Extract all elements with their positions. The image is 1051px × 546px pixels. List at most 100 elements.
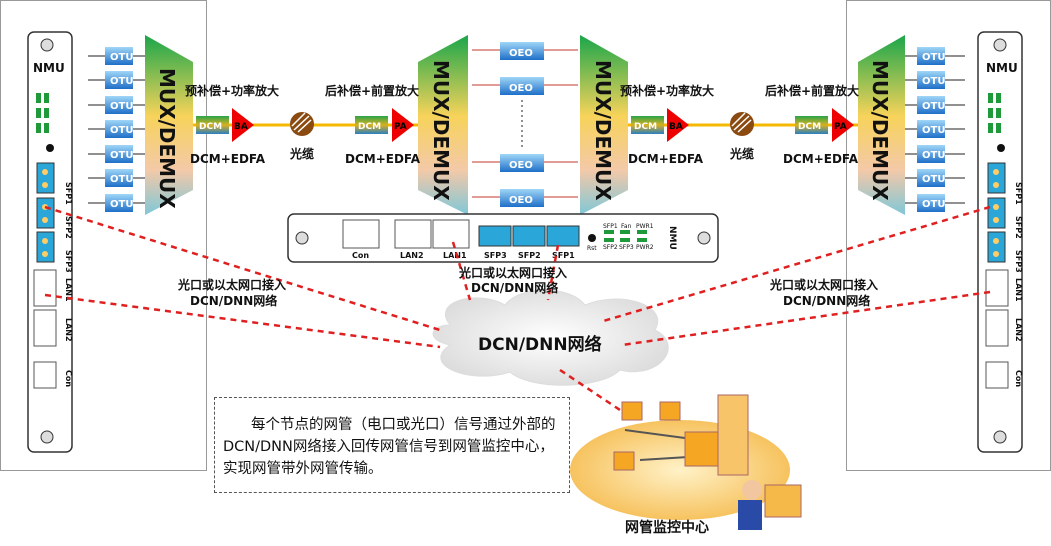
svg-text:OTU: OTU	[922, 101, 945, 112]
svg-text:SFP1: SFP1	[1014, 182, 1023, 205]
svg-text:预补偿+功率放大: 预补偿+功率放大	[620, 83, 714, 98]
console-port[interactable]	[985, 361, 1009, 389]
sfp-port[interactable]	[36, 231, 55, 263]
svg-text:NMU: NMU	[667, 226, 677, 250]
svg-text:OTU: OTU	[922, 199, 945, 210]
led-label-pwr1: PWR1	[636, 223, 654, 230]
svg-text:OTU: OTU	[110, 125, 133, 136]
svg-text:预补偿+功率放大: 预补偿+功率放大	[185, 83, 279, 98]
fiber-cable-icon	[290, 112, 314, 136]
svg-text:SFP3: SFP3	[484, 251, 507, 260]
svg-text:OTU: OTU	[110, 150, 133, 161]
oeo-module: OEO	[500, 77, 544, 95]
lan2-port[interactable]	[33, 309, 57, 347]
svg-text:OEO: OEO	[509, 48, 533, 59]
svg-text:NMU: NMU	[986, 61, 1018, 75]
svg-text:DCM+EDFA: DCM+EDFA	[783, 152, 859, 166]
dcm-module: DCM	[355, 116, 388, 134]
svg-text:DCN/DNN网络: DCN/DNN网络	[190, 293, 277, 308]
svg-text:SFP2: SFP2	[518, 251, 541, 260]
lan1-port[interactable]	[33, 269, 57, 307]
mux-demux-left: MUX/DEMUX	[145, 35, 193, 215]
svg-text:SFP1: SFP1	[64, 182, 73, 205]
management-links	[44, 205, 991, 420]
otu-module: OTU	[105, 194, 133, 212]
otu-module: OTU	[917, 145, 945, 163]
otu-module: OTU	[105, 169, 133, 187]
fiber-cable-icon	[730, 112, 754, 136]
led-label-fan: Fan	[621, 223, 632, 230]
svg-text:NMU: NMU	[33, 61, 65, 75]
svg-text:OEO: OEO	[509, 83, 533, 94]
sfp-port[interactable]	[546, 225, 580, 247]
svg-text:PA: PA	[394, 122, 407, 132]
oeo-module: OEO	[500, 189, 544, 207]
svg-text:DCM+EDFA: DCM+EDFA	[190, 152, 266, 166]
svg-text:DCM: DCM	[798, 122, 821, 132]
otu-module: OTU	[917, 47, 945, 65]
console-port[interactable]	[342, 219, 380, 249]
svg-text:DCN/DNN网络: DCN/DNN网络	[478, 334, 602, 355]
otu-module: OTU	[105, 120, 133, 138]
dcm-module: DCM	[196, 116, 229, 134]
svg-text:后补偿+前置放大: 后补偿+前置放大	[325, 83, 419, 98]
svg-text:DCN/DNN网络: DCN/DNN网络	[471, 280, 558, 295]
nms-center-illustration	[570, 394, 802, 530]
reset-button[interactable]	[588, 234, 596, 242]
svg-text:LAN1: LAN1	[1014, 278, 1023, 302]
lan1-port[interactable]	[985, 269, 1009, 307]
otu-module: OTU	[105, 145, 133, 163]
sfp-port[interactable]	[987, 162, 1006, 194]
rst-label: Rst	[587, 245, 597, 252]
svg-text:光口或以太网口接入: 光口或以太网口接入	[177, 277, 286, 292]
svg-text:OTU: OTU	[922, 150, 945, 161]
svg-text:DCM: DCM	[358, 122, 381, 132]
svg-text:OTU: OTU	[110, 52, 133, 63]
otu-module: OTU	[917, 194, 945, 212]
otu-module: OTU	[105, 71, 133, 89]
otu-module: OTU	[917, 169, 945, 187]
explanation-note: 每个节点的网管（电口或光口）信号通过外部的DCN/DNN网络接入回传网管信号到网…	[214, 397, 570, 493]
console-port[interactable]	[33, 361, 57, 389]
sfp-port[interactable]	[478, 225, 512, 247]
lan2-port[interactable]	[985, 309, 1009, 347]
svg-text:OTU: OTU	[922, 76, 945, 87]
svg-text:Con: Con	[1014, 370, 1023, 387]
svg-text:DCM+EDFA: DCM+EDFA	[345, 152, 421, 166]
sfp-port[interactable]	[36, 162, 55, 194]
sfp-port[interactable]	[987, 231, 1006, 263]
svg-text:DCN/DNN网络: DCN/DNN网络	[783, 293, 870, 308]
svg-text:Con: Con	[352, 251, 369, 260]
otu-module: OTU	[917, 96, 945, 114]
svg-text:PA: PA	[834, 122, 847, 132]
svg-text:MUX/DEMUX: MUX/DEMUX	[591, 60, 615, 201]
svg-text:BA: BA	[669, 122, 683, 132]
svg-text:OTU: OTU	[922, 52, 945, 63]
lan2-port[interactable]	[394, 219, 432, 249]
svg-text:MUX/DEMUX: MUX/DEMUX	[868, 60, 892, 201]
svg-text:DCM: DCM	[634, 122, 657, 132]
otu-module: OTU	[105, 96, 133, 114]
sfp-port[interactable]	[987, 197, 1006, 229]
dcm-module: DCM	[631, 116, 664, 134]
sfp-port[interactable]	[512, 225, 546, 247]
sfp-port[interactable]	[36, 197, 55, 229]
oeo-module: OEO	[500, 154, 544, 172]
mux-demux-right: MUX/DEMUX	[858, 35, 905, 215]
mux-demux-center-right: MUX/DEMUX	[580, 35, 628, 215]
oeo-module: OEO	[500, 42, 544, 60]
svg-text:LAN2: LAN2	[400, 251, 424, 260]
svg-text:OTU: OTU	[922, 125, 945, 136]
ba-amplifier: BA	[232, 108, 254, 142]
svg-text:MUX/DEMUX: MUX/DEMUX	[155, 68, 179, 209]
svg-text:BA: BA	[234, 122, 248, 132]
lan1-port[interactable]	[432, 219, 470, 249]
svg-text:OEO: OEO	[509, 160, 533, 171]
svg-text:OTU: OTU	[110, 76, 133, 87]
otu-module: OTU	[917, 71, 945, 89]
svg-text:SFP1: SFP1	[552, 251, 575, 260]
